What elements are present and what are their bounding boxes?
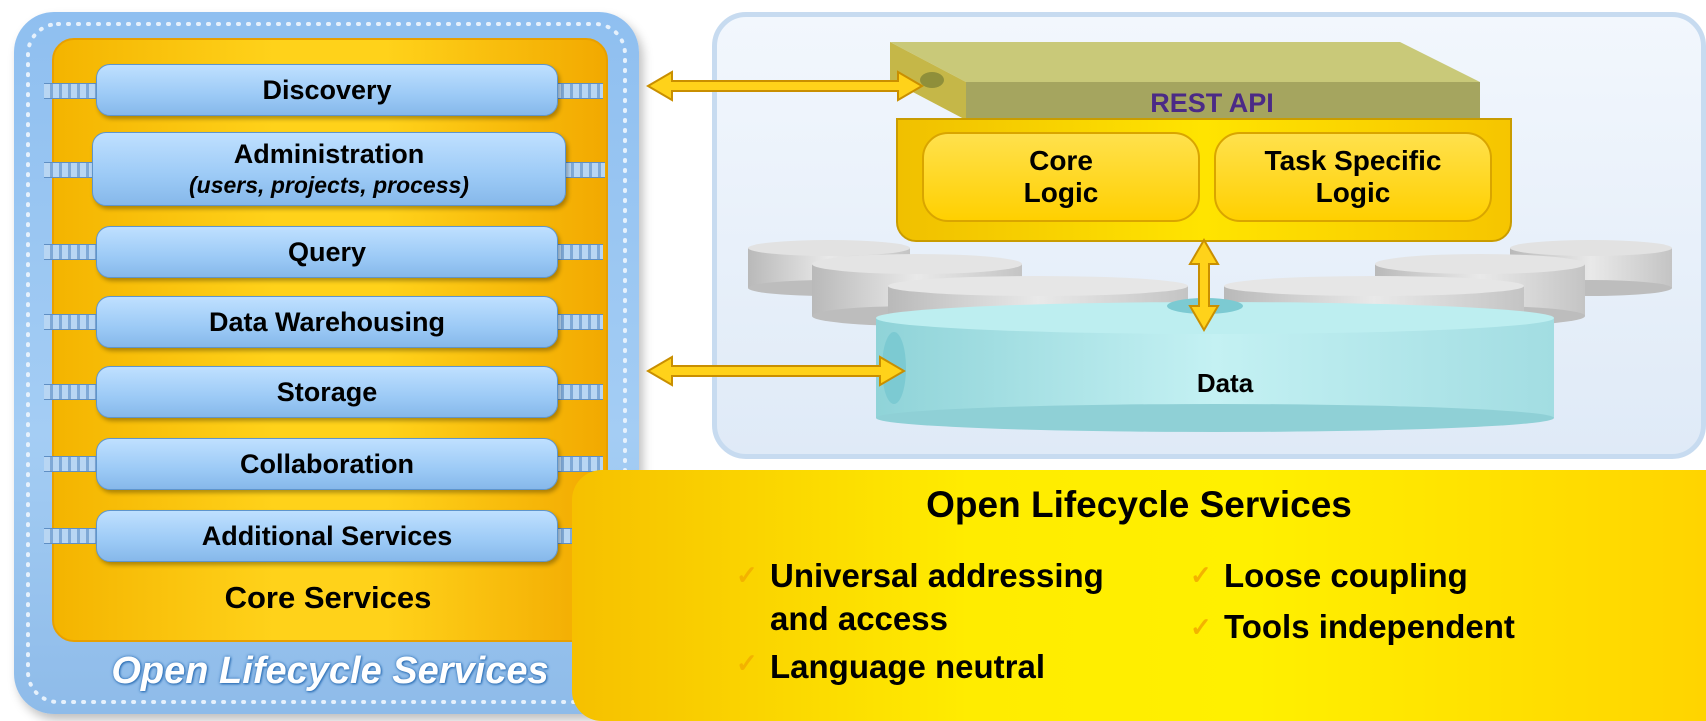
summary-title: Open Lifecycle Services [926,484,1352,525]
service-query: Query [96,226,558,278]
service-label: Administration [233,139,425,169]
rest-api-label: REST API [1150,88,1274,118]
service-label: Collaboration [240,448,414,479]
service-collaboration: Collaboration [96,438,558,490]
task-specific-logic-box: Task Specific Logic [1214,132,1492,222]
service-storage: Storage [96,366,558,418]
rail [44,456,96,472]
rail [555,83,603,99]
service-label: Discovery [262,74,392,105]
core-logic-line-1: Core [1029,145,1093,176]
rail [44,83,96,99]
rail [555,314,603,330]
rail [44,162,96,178]
checkmark-icon: ✓ [1190,560,1212,590]
rail [44,528,96,544]
bullet-loose-coupling: Loose coupling [1224,557,1468,594]
service-label: Storage [276,376,378,407]
task-logic-line-2: Logic [1315,177,1391,208]
service-label: Additional Services [201,520,453,551]
rail [565,162,605,178]
summary-panel [572,470,1706,721]
bullet-line: and access [770,600,948,637]
rail [555,244,603,260]
service-data-warehousing: Data Warehousing [96,296,558,348]
double-arrow-vertical [1188,238,1220,332]
core-logic-line-2: Logic [1023,177,1099,208]
service-sublabel: (users, projects, process) [189,172,469,198]
rail [44,384,96,400]
database-disks [748,240,1672,432]
bullet-universal-addressing: Universal addressing and access [770,554,1104,640]
checkmark-icon: ✓ [1190,612,1212,642]
checkmark-icon: ✓ [736,648,758,678]
service-label: Data Warehousing [208,306,446,337]
core-logic-box: Core Logic [922,132,1200,222]
rail [555,384,603,400]
service-label: Query [287,236,367,267]
panel-dot-border [26,22,627,704]
checkmark-icon: ✓ [736,560,758,590]
service-discovery: Discovery [96,64,558,116]
rail [44,244,96,260]
bullet-language-neutral: Language neutral [770,648,1046,685]
rail [44,314,96,330]
double-arrow-storage [646,355,906,387]
data-label: Data [1196,368,1254,398]
bullet-line: Universal addressing [770,557,1104,594]
rail [555,456,603,472]
data-cylinder [876,298,1554,432]
core-services-title: Core Services [224,580,432,615]
task-logic-line-1: Task Specific [1264,145,1442,176]
panel-caption: Open Lifecycle Services [111,650,549,692]
service-additional-services: Additional Services [96,510,558,562]
service-administration: Administration (users, projects, process… [92,132,566,206]
double-arrow-discovery [646,70,924,102]
server-top [890,42,1480,120]
bullet-tools-independent: Tools independent [1224,608,1515,645]
